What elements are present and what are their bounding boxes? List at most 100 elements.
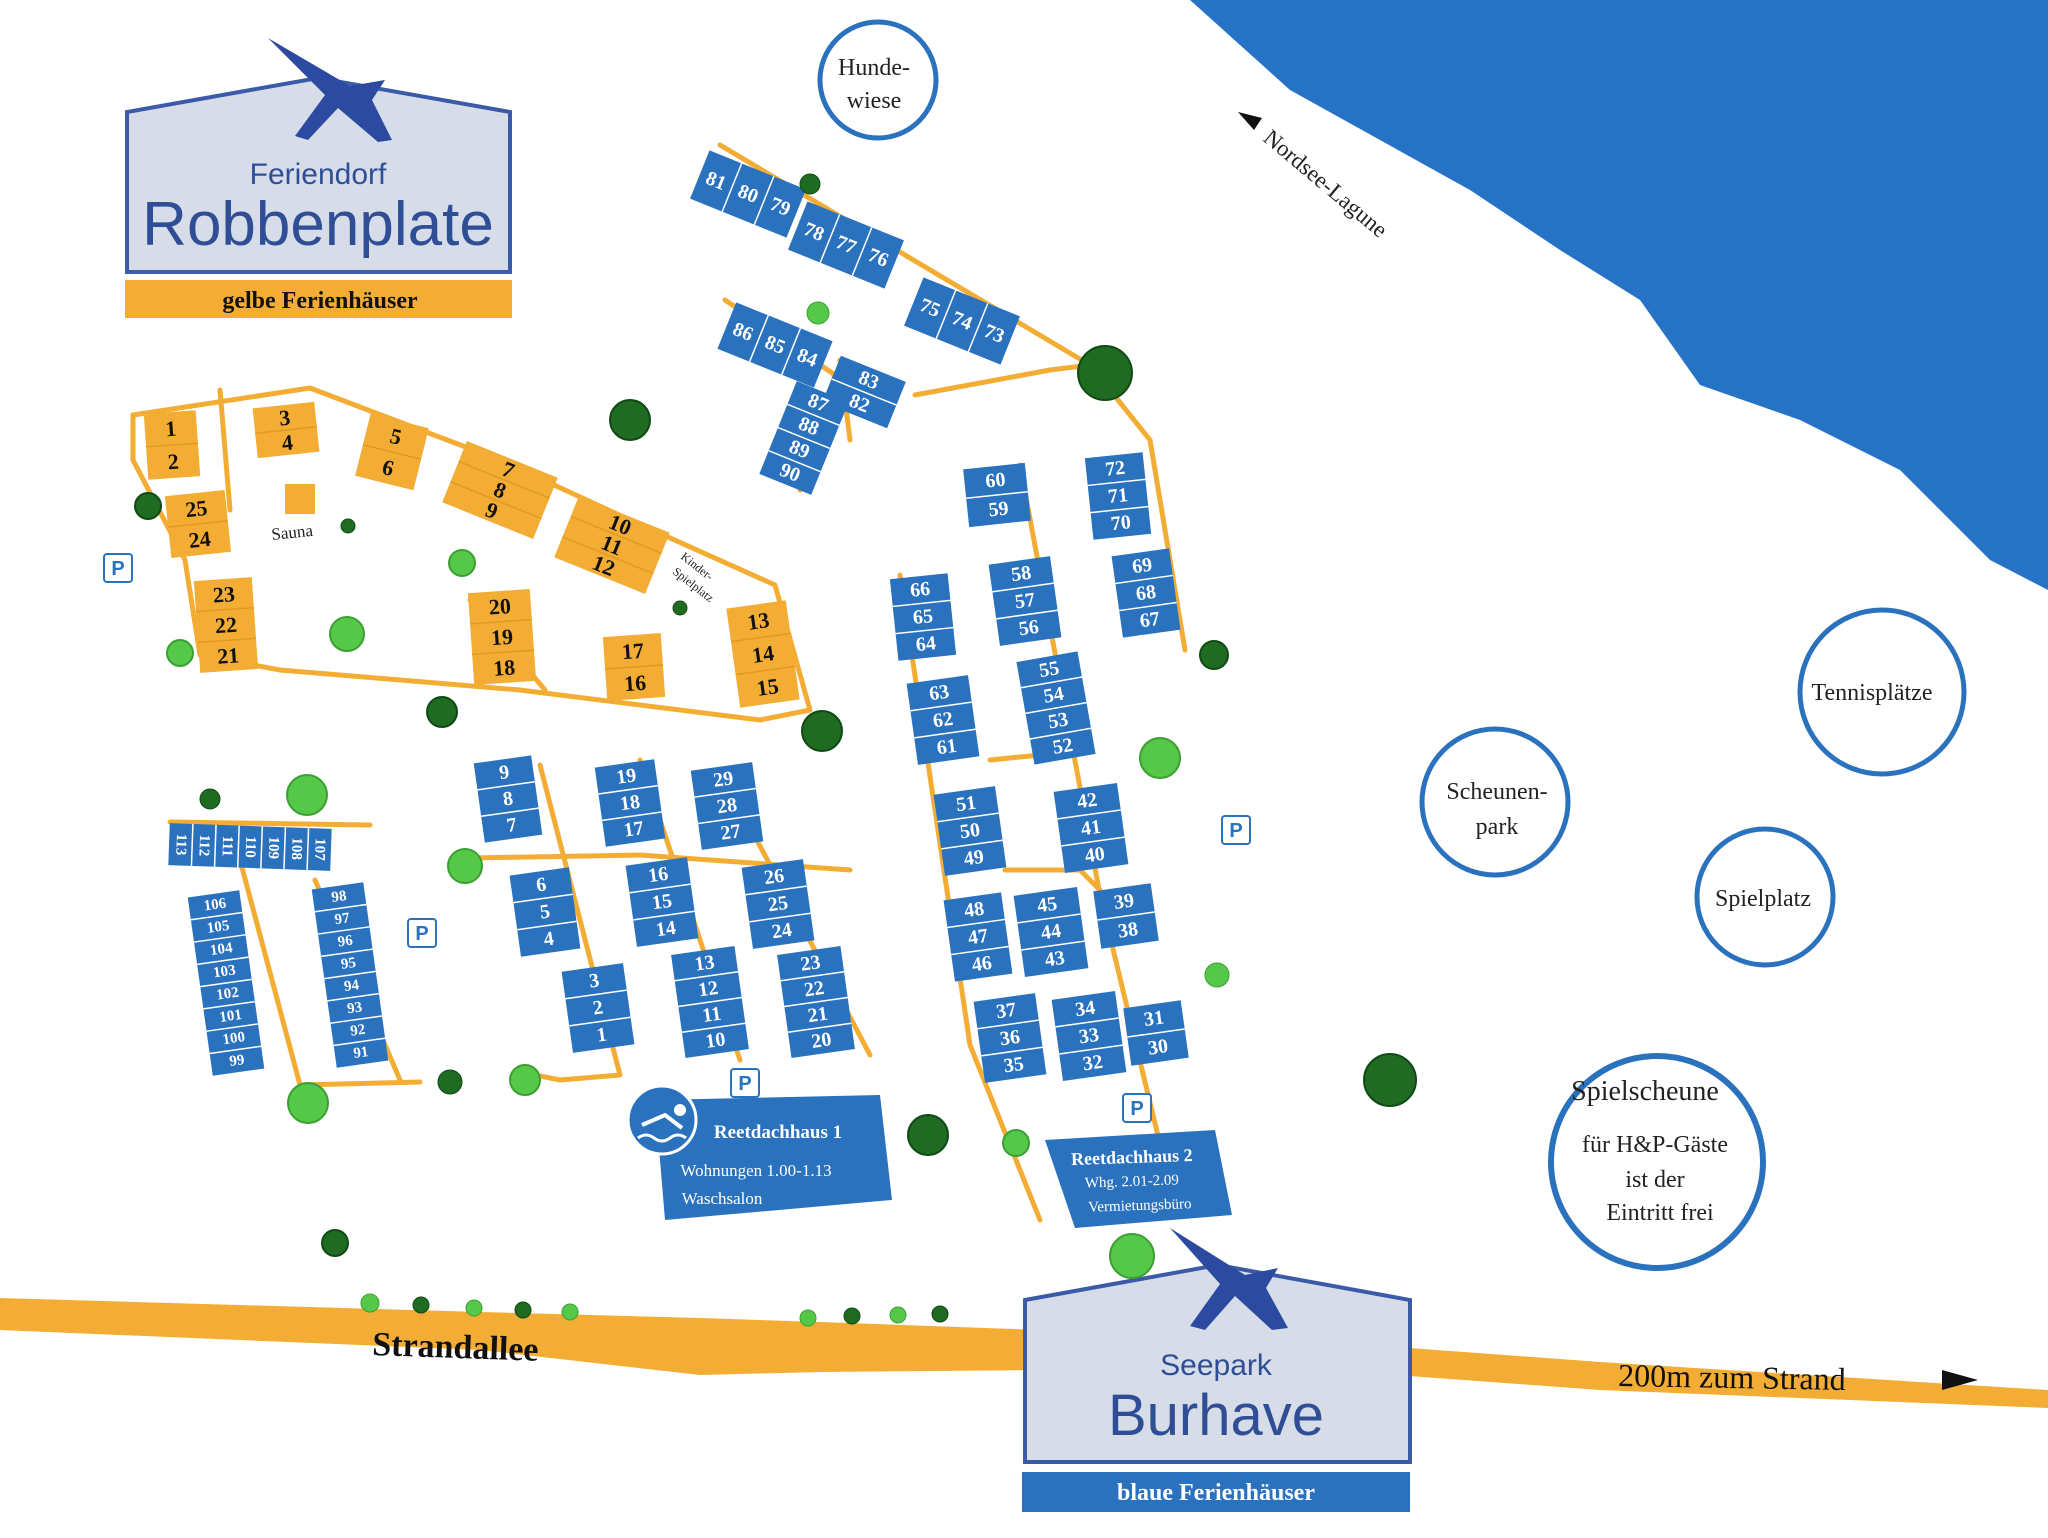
house-separator (469, 618, 532, 625)
reetdachhaus-1[interactable]: Reetdachhaus 1 Wohnungen 1.00-1.13 Wasch… (626, 1084, 892, 1220)
svg-text:gelbe Ferienhäuser: gelbe Ferienhäuser (222, 288, 418, 314)
house-separator (602, 811, 662, 822)
blue-block-shape (594, 759, 666, 847)
blue-house-number: 6 (535, 873, 548, 896)
tree-icon (1204, 962, 1230, 988)
blue-block-9-8-7[interactable]: 987 (473, 755, 543, 843)
yellow-house-number: 13 (746, 607, 771, 635)
blue-house-number: 53 (1046, 708, 1070, 733)
svg-text:blaue Ferienhäuser: blaue Ferienhäuser (1117, 1480, 1315, 1506)
yellow-block-5-6[interactable]: 56 (355, 413, 429, 491)
tennis-courts[interactable]: Tennisplätze (1797, 607, 1967, 777)
blue-block-shape (473, 755, 543, 843)
blue-house-number: 20 (810, 1028, 833, 1053)
blue-block-6-5-4[interactable]: 654 (509, 867, 581, 957)
blue-house-number: 105 (206, 918, 231, 937)
blue-block-3-2-1[interactable]: 321 (561, 963, 635, 1053)
house-separator (190, 823, 194, 866)
tree-icon (1199, 640, 1229, 670)
blue-house-number: 38 (1117, 918, 1140, 943)
parking-icon[interactable]: P (103, 553, 133, 583)
blue-house-number: 92 (349, 1022, 366, 1040)
house-separator (203, 1000, 255, 1010)
blue-house-number: 58 (1010, 562, 1033, 587)
yellow-block-1-2[interactable]: 12 (143, 410, 201, 480)
yellow-block-3-4[interactable]: 34 (252, 401, 320, 459)
house-separator (1087, 478, 1146, 487)
reetdachhaus-2[interactable]: Reetdachhaus 2 Whg. 2.01-2.09 Vermietung… (1045, 1130, 1232, 1228)
blue-house-number: 30 (1147, 1035, 1170, 1060)
parking-icon[interactable]: P (730, 1068, 760, 1098)
yellow-block-7-8-9[interactable]: 789 (442, 440, 559, 541)
blue-house-number: 71 (1107, 484, 1129, 508)
parking-icon[interactable]: P (407, 918, 437, 948)
house-separator (633, 910, 695, 921)
parking-icon[interactable]: P (1221, 815, 1251, 845)
blue-house-number: 56 (1017, 616, 1040, 641)
blue-house-number: 113 (172, 833, 189, 855)
svg-text:Spielscheune: Spielscheune (1571, 1076, 1719, 1107)
blue-house-number: 102 (215, 985, 240, 1004)
house-separator (730, 632, 791, 643)
house-separator (330, 1015, 383, 1024)
hundewiese-area[interactable]: Hunde- wiese (817, 19, 939, 141)
svg-text:P: P (1229, 820, 1242, 842)
house-separator (831, 378, 897, 406)
robbenplate-sign: Feriendorf Robbenplate gelbe Ferienhäuse… (125, 38, 512, 318)
blue-block-shape (906, 675, 980, 765)
blue-house-number: 24 (770, 919, 793, 944)
parking-icon[interactable]: P (1122, 1093, 1152, 1123)
house-separator (992, 582, 1054, 593)
house-separator (819, 214, 841, 263)
tree-icon (509, 1064, 541, 1096)
scheunenpark-area[interactable]: Scheunen- park (1419, 726, 1571, 878)
spielscheune-area[interactable]: Spielscheune für H&P-Gäste ist der Eintr… (1548, 1053, 1766, 1271)
blue-house-number: 21 (806, 1003, 829, 1028)
house-separator (1055, 1017, 1119, 1028)
house-separator (255, 426, 317, 434)
blue-house-number: 5 (539, 900, 552, 923)
svg-text:park: park (1476, 814, 1519, 840)
tree-icon (166, 639, 194, 667)
house-separator (694, 787, 756, 798)
house-separator (1059, 1044, 1123, 1055)
house-separator (966, 491, 1028, 499)
house-separator (935, 290, 957, 339)
spielplatz-area[interactable]: Spielplatz (1694, 826, 1836, 968)
